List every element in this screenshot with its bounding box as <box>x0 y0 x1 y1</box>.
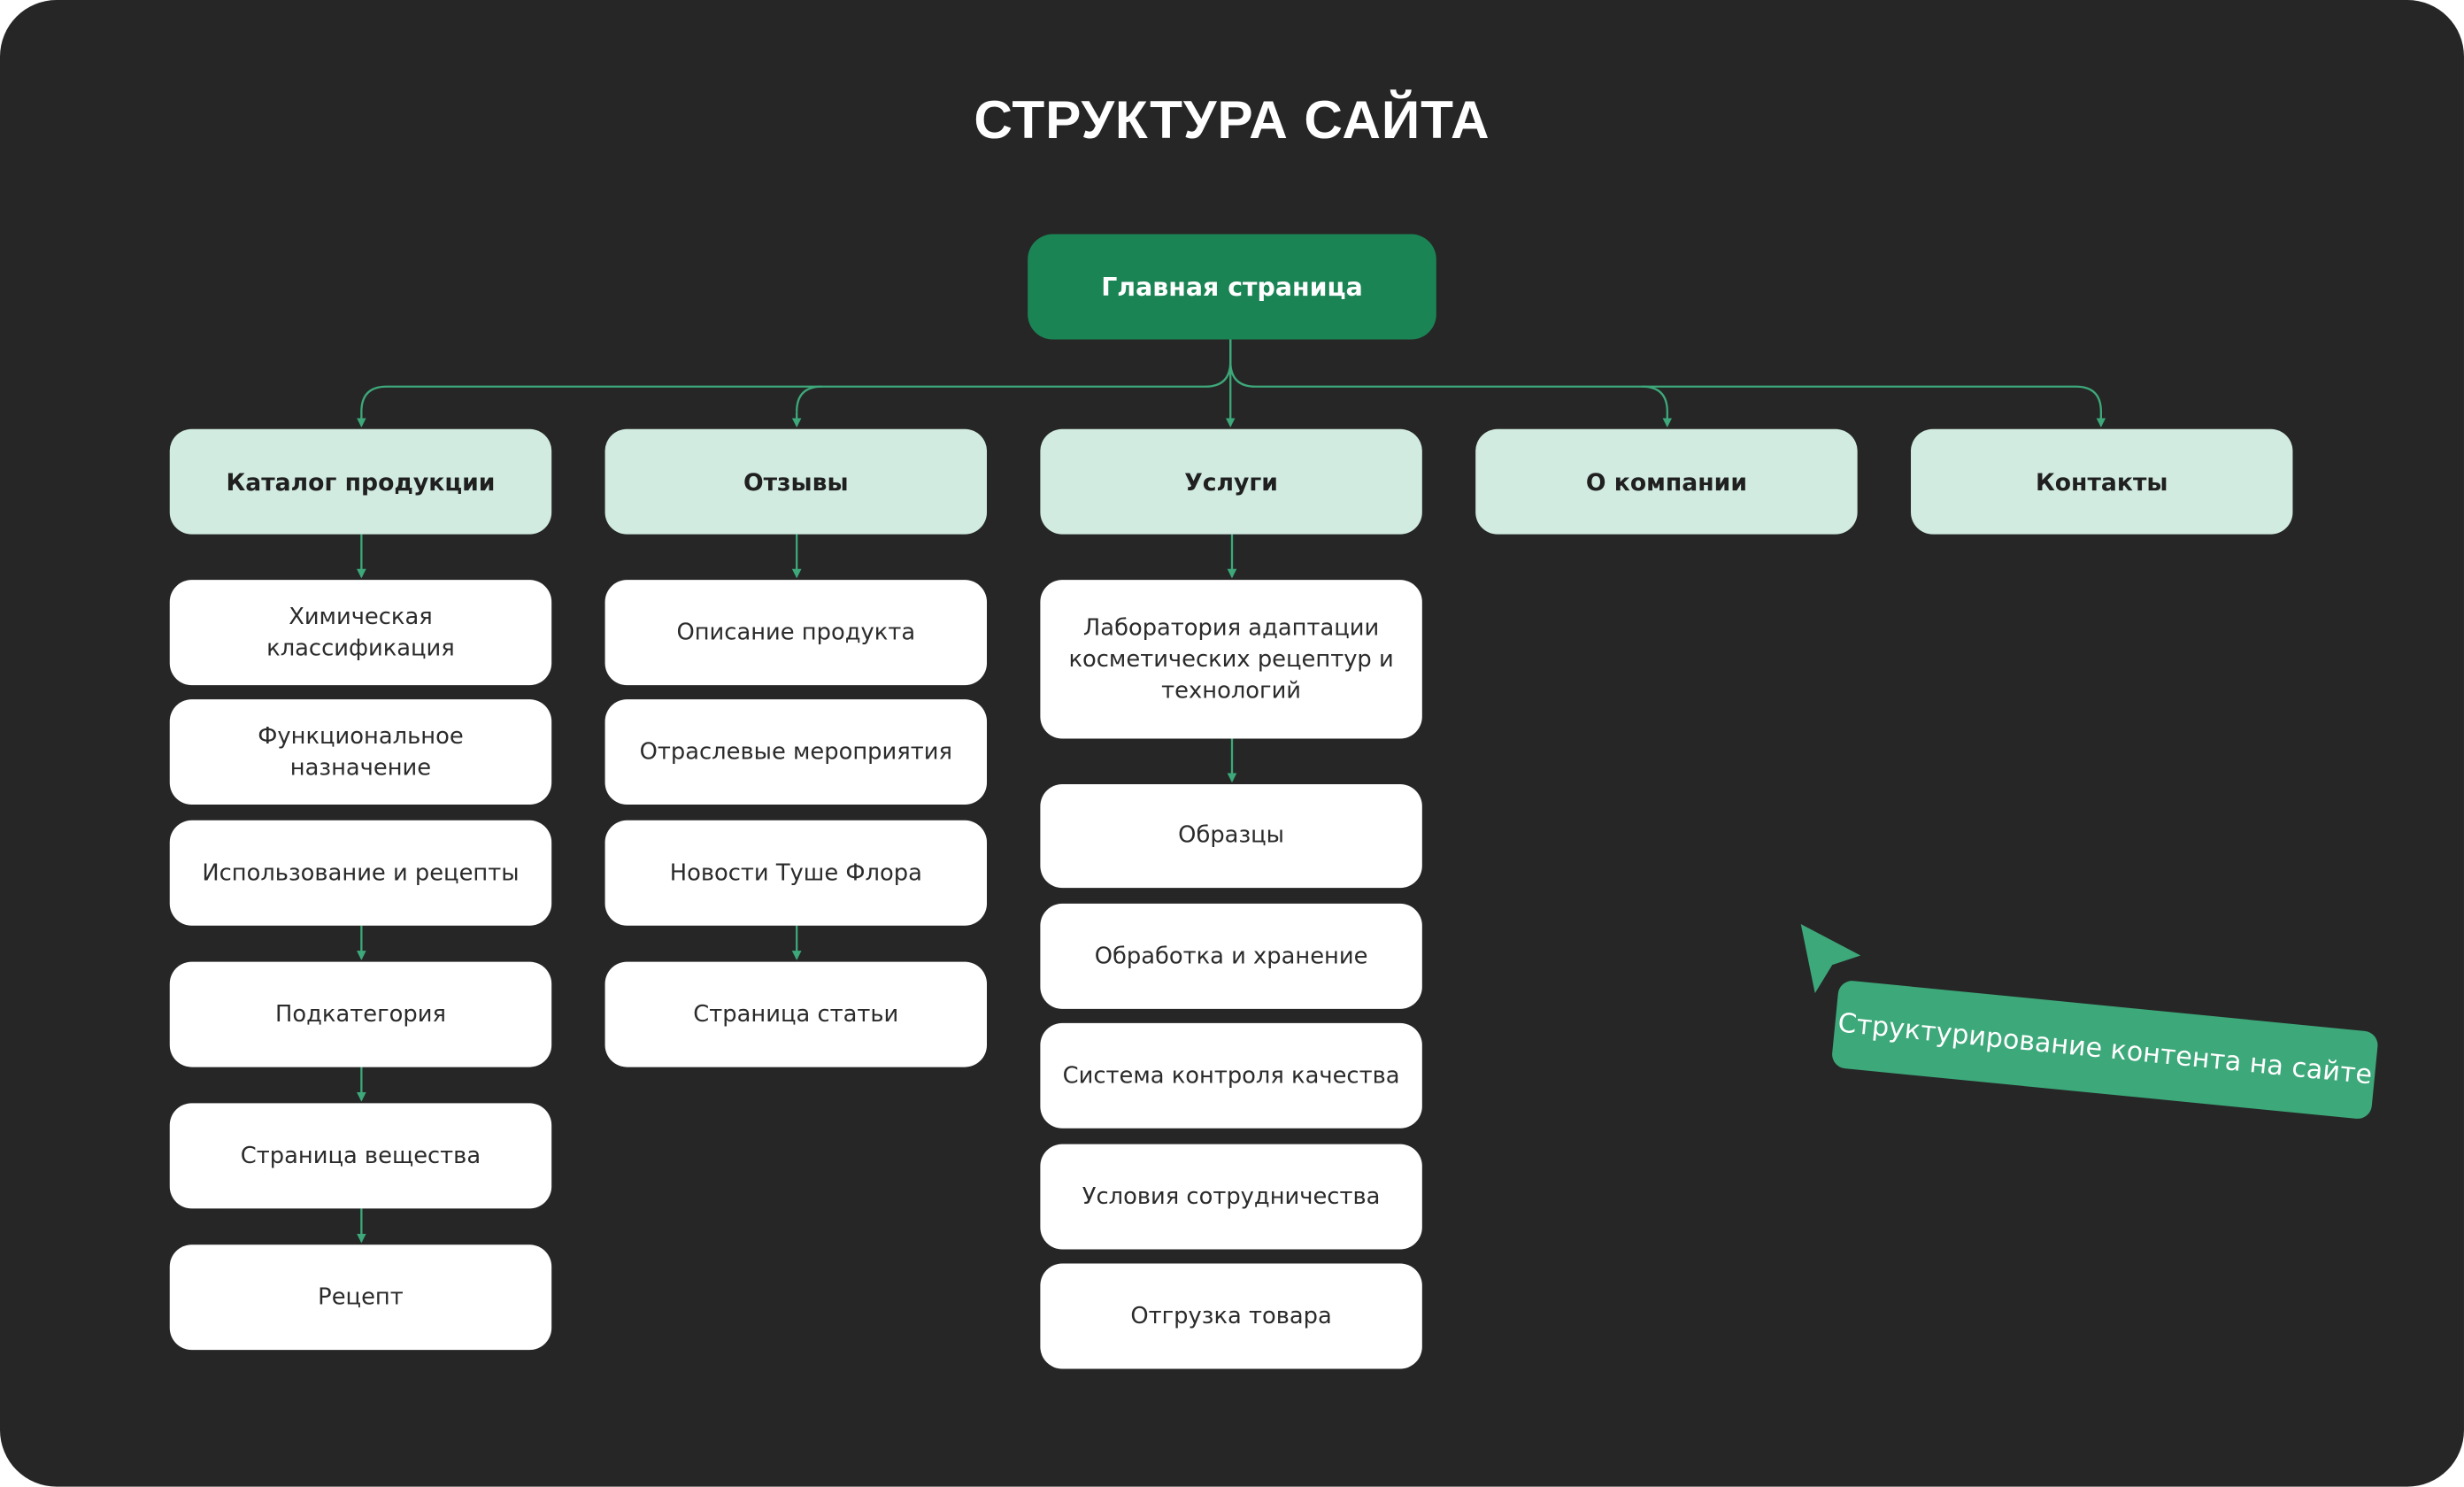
node-lab[interactable]: Лаборатория адаптации косметических реце… <box>1040 580 1422 739</box>
node-samples[interactable]: Образцы <box>1040 783 1422 889</box>
node-news[interactable]: Новости Туше Флора <box>604 820 988 926</box>
node-chemical-classification[interactable]: Химическая классификация <box>169 580 552 686</box>
node-industry-events[interactable]: Отраслевые мероприятия <box>604 699 988 805</box>
node-section-catalog[interactable]: Каталог продукции <box>169 428 552 535</box>
node-subcategory[interactable]: Подкатегория <box>169 961 552 1067</box>
node-home[interactable]: Главная страница <box>1028 234 1436 340</box>
node-usage-recipes[interactable]: Использование и рецепты <box>169 820 552 926</box>
node-section-about[interactable]: О компании <box>1475 428 1858 535</box>
node-processing-storage[interactable]: Обработка и хранение <box>1040 903 1422 1009</box>
node-recipe[interactable]: Рецепт <box>169 1244 552 1351</box>
page-title: СТРУКТУРА САЙТА <box>974 90 1490 151</box>
node-product-description[interactable]: Описание продукта <box>604 580 988 686</box>
node-shipping[interactable]: Отгрузка товара <box>1040 1263 1422 1369</box>
node-quality-control[interactable]: Система контроля качества <box>1040 1022 1422 1129</box>
node-substance-page[interactable]: Страница вещества <box>169 1103 552 1209</box>
connector-root-contacts <box>1229 339 2106 428</box>
node-section-reviews[interactable]: Отзывы <box>604 428 988 535</box>
connector-root-reviews <box>796 385 822 412</box>
node-section-contacts[interactable]: Контакты <box>1911 428 2293 535</box>
connector-root-catalog <box>357 339 1232 428</box>
node-section-services[interactable]: Услуги <box>1040 428 1422 535</box>
node-functional-purpose[interactable]: Функциональное назначение <box>169 699 552 805</box>
connector-root-about <box>1642 385 1673 428</box>
node-article-page[interactable]: Страница статьи <box>604 961 988 1067</box>
node-cooperation-terms[interactable]: Условия сотрудничества <box>1040 1144 1422 1250</box>
